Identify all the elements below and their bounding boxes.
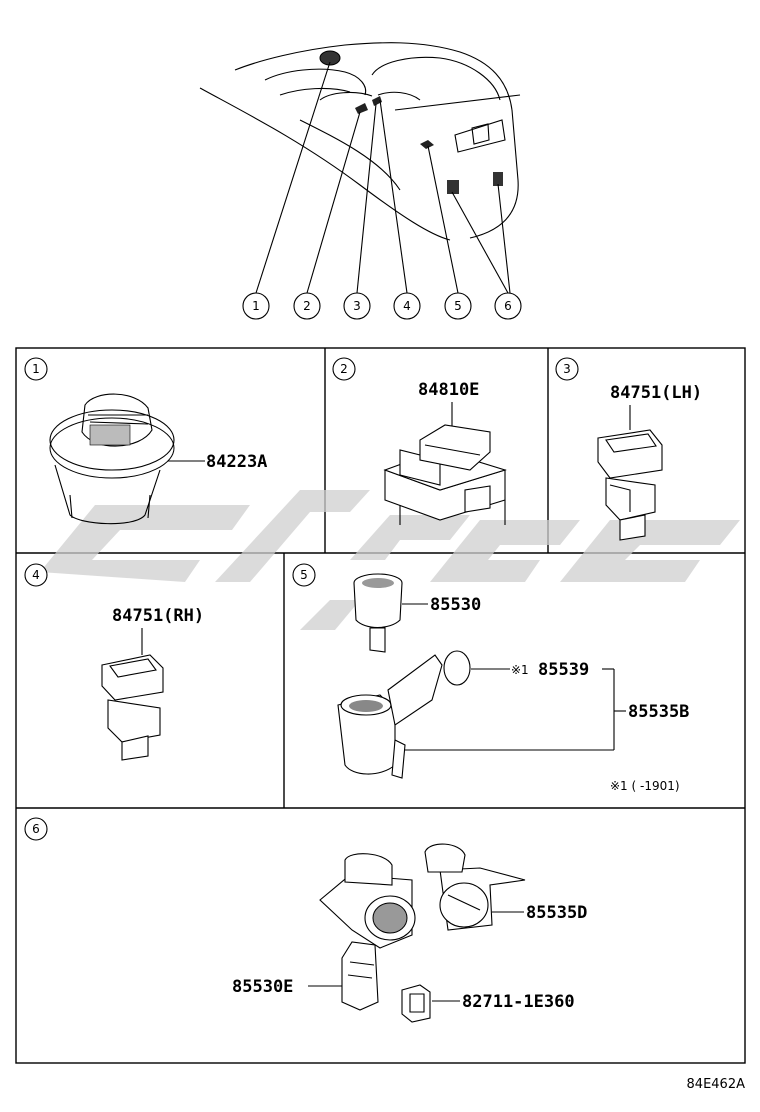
part-82711-1E360: 82711-1E360 (462, 992, 575, 1012)
part-85530: 85530 (430, 595, 481, 615)
switch-84751RH-illustration (101, 654, 164, 761)
part-84223A: 84223A (206, 452, 267, 472)
callout-5: 5 (454, 299, 462, 313)
panel-2: 2 84810E (332, 357, 507, 525)
overview-callouts: 1 2 3 4 5 6 (242, 292, 522, 320)
panel-1-index: 1 (32, 362, 40, 376)
part-84810E: 84810E (418, 380, 479, 400)
panel-5-index: 5 (300, 568, 308, 582)
note-text: ※1 ( -1901) (610, 779, 680, 793)
socket-85530-illustration (353, 573, 403, 653)
note-mark-1: ※1 (511, 663, 529, 677)
panel-6-index: 6 (32, 822, 40, 836)
panel-4-index: 4 (32, 568, 40, 582)
panel-5: 5 85530 ※1 85539 85535B ※1 ( -1901) (292, 563, 689, 793)
mode-switch-illustration (49, 393, 175, 525)
panel-2-index: 2 (340, 362, 348, 376)
panel-3-index: 3 (563, 362, 571, 376)
panel-1: 1 84223A (24, 357, 267, 525)
part-84751-LH: 84751(LH) (610, 383, 702, 403)
panel-4: 4 84751(RH) (24, 563, 204, 761)
watermark-logo (40, 490, 740, 630)
cap-85539-illustration (443, 650, 471, 686)
drawing-code: 84E462A (687, 1077, 746, 1092)
plug-85530E-illustration (341, 941, 379, 1011)
part-85530E: 85530E (232, 977, 293, 997)
callout-1: 1 (252, 299, 260, 313)
callout-6: 6 (504, 299, 512, 313)
callout-3: 3 (353, 299, 361, 313)
part-85535D: 85535D (526, 903, 587, 923)
switch-84810E-illustration (383, 424, 507, 525)
panel-6: 6 85535D 85530E 82711-1E360 (24, 817, 587, 1023)
switch-84751LH-illustration (597, 429, 663, 541)
part-84751-RH: 84751(RH) (112, 606, 204, 626)
part-85535B: 85535B (628, 702, 689, 722)
socket-85535D-illustration (319, 843, 526, 949)
panel-3: 3 84751(LH) (555, 357, 702, 541)
console-overview-illustration (199, 42, 521, 294)
part-85539: 85539 (538, 660, 589, 680)
callout-4: 4 (403, 299, 411, 313)
socket-85535B-illustration (337, 654, 443, 779)
callout-2: 2 (303, 299, 311, 313)
clip-82711-illustration (401, 984, 431, 1023)
